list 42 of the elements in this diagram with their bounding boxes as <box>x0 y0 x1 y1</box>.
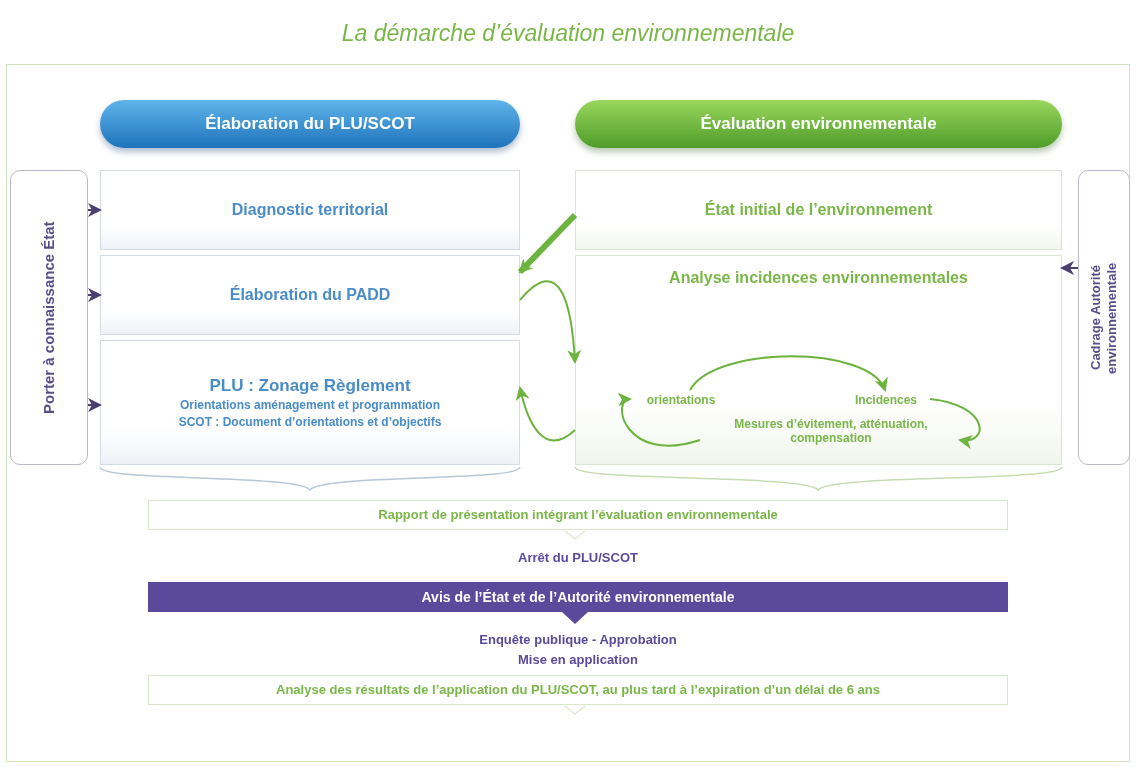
side-panel <box>10 170 88 465</box>
step-box <box>100 255 520 335</box>
step-box <box>575 170 1062 250</box>
arrow <box>516 386 576 442</box>
header-pill <box>100 100 520 148</box>
step-label: Arrêt du PLU/SCOT <box>518 550 638 565</box>
arrow <box>689 355 887 392</box>
side-panel <box>1078 170 1130 465</box>
arrow <box>519 280 582 364</box>
cycle-label: Mesures d’évitement, atténuation, compensation <box>733 416 929 446</box>
box-text: SCOT : Document d’orientations et d’objectifs <box>178 414 442 430</box>
arrow <box>87 288 102 302</box>
arrow <box>87 203 102 217</box>
step-box <box>100 170 520 250</box>
diagram-title: La démarche d’évaluation environnementale <box>341 20 795 47</box>
box-text: Orientations aménagement et programmation <box>179 398 441 413</box>
step-box <box>100 340 520 465</box>
step-label: Mise en application <box>518 652 638 667</box>
box-heading: Rapport de présentation intégrant l’évaluation environnementale <box>378 507 778 523</box>
arrow <box>929 398 981 448</box>
header-text: Élaboration du PLU/SCOT <box>205 113 415 135</box>
arrow <box>517 212 578 275</box>
cycle-label: Incidences <box>855 392 917 408</box>
cycle-label: orientations <box>646 392 716 408</box>
vertical-label: Cadrage Autorité environnementale <box>1088 260 1120 376</box>
vertical-label: Porter à connaissance État <box>40 220 58 416</box>
result-box <box>148 675 1008 705</box>
report-box <box>148 500 1008 530</box>
box-heading: Élaboration du PADD <box>229 285 391 305</box>
header-text: Évaluation environnementale <box>700 113 937 135</box>
box-heading: Avis de l’État et de l’Autorité environnementale <box>421 588 735 606</box>
box-heading: Analyse incidences environnementales <box>669 268 968 288</box>
arrow <box>1060 261 1079 275</box>
arrow <box>616 396 701 447</box>
arrow <box>87 398 102 412</box>
box-heading: Analyse des résultats de l’application du PLU/SCOT, au plus tard à l’expiration d’un délai de 6 ans <box>276 682 880 698</box>
step-box <box>575 255 1062 465</box>
box-heading: État initial de l’environnement <box>704 200 933 220</box>
box-heading: PLU : Zonage Règlement <box>209 375 411 397</box>
header-pill <box>575 100 1062 148</box>
box-heading: Diagnostic territorial <box>231 200 389 220</box>
step-label: Enquête publique - Approbation <box>479 632 677 647</box>
